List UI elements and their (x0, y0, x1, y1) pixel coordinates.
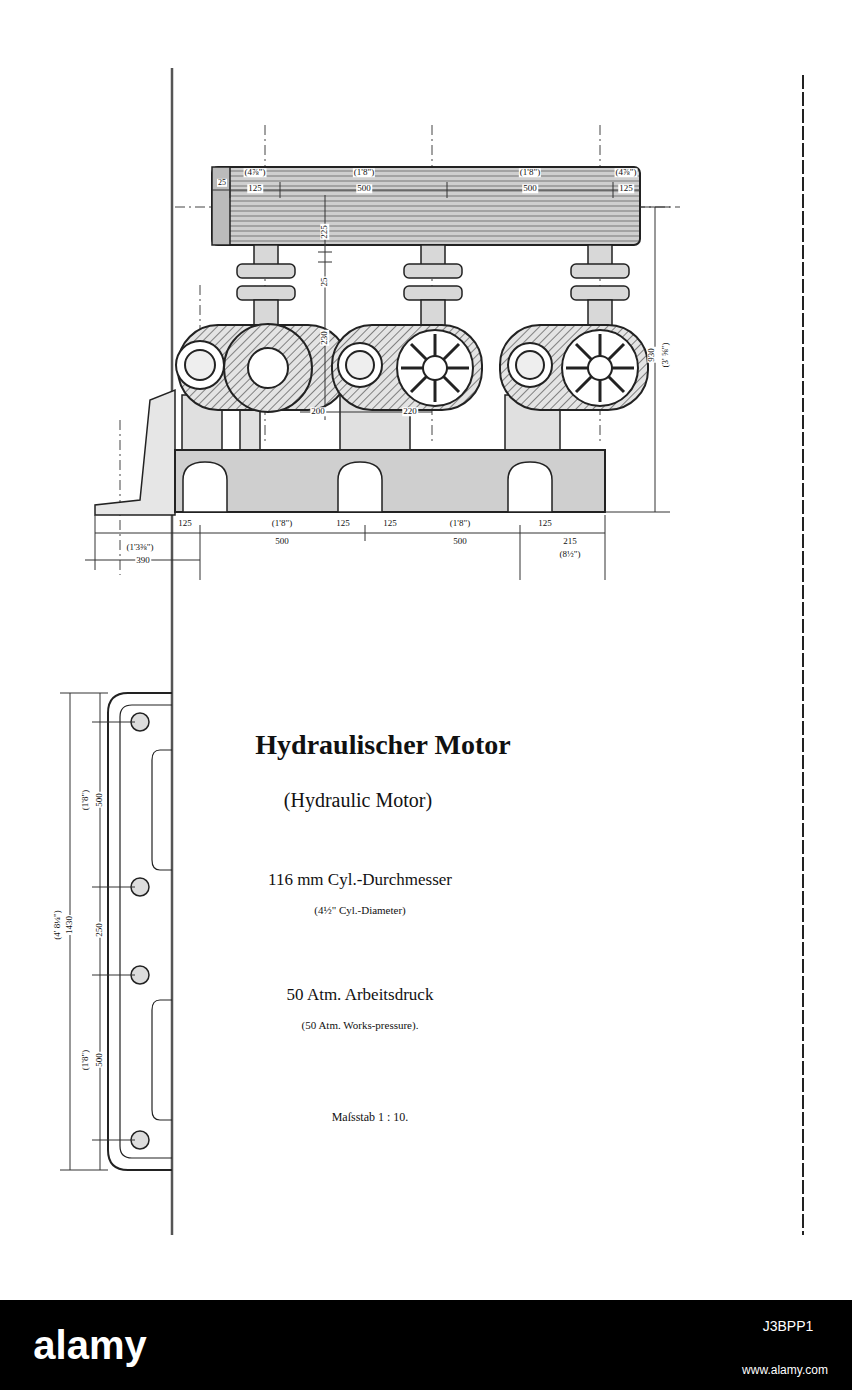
dimension-label: 25 (217, 179, 227, 187)
dimension-label: 500 (95, 1052, 104, 1068)
dimension-label: 230 (320, 330, 329, 346)
dimension-label: 500 (522, 184, 538, 193)
dimension-label: (4⅞") (244, 168, 267, 177)
dimension-label: 125 (537, 519, 553, 528)
dimension-label: (3' ⅝") (661, 342, 670, 369)
dimension-label: (4' 8¼") (53, 909, 62, 940)
dimension-label: 930 (647, 347, 656, 363)
dimension-label: 500 (274, 537, 290, 546)
dimension-label: (8½") (559, 550, 582, 559)
spec-text: 116 mm Cyl.-Durchmesser (268, 871, 452, 889)
dimension-label: 1430 (65, 915, 74, 935)
dimension-label: 215 (562, 537, 578, 546)
watermark-text: alamy (33, 1324, 146, 1366)
dimension-label: 125 (177, 519, 193, 528)
spec-text: 50 Atm. Arbeitsdruck (287, 986, 434, 1004)
dimension-label: 390 (135, 556, 151, 565)
dimension-label: (1'8") (353, 168, 375, 177)
watermark-text: J3BPP1 (763, 1319, 814, 1334)
dimension-label: 125 (335, 519, 351, 528)
dimension-label: (1'3⅜") (125, 543, 154, 552)
dimension-label: 500 (356, 184, 372, 193)
dimension-label: 500 (452, 537, 468, 546)
dimension-label: 125 (382, 519, 398, 528)
dimension-label: (1'8") (271, 519, 293, 528)
scale-note: Maſsstab 1 : 10. (332, 1111, 409, 1124)
drawing-title: Hydraulischer Motor (255, 730, 510, 759)
dimension-label: 125 (247, 184, 263, 193)
dimension-label: (4⅞") (615, 168, 638, 177)
dimension-label: (1'8") (449, 519, 471, 528)
dimension-label: (1'8") (519, 168, 541, 177)
dimension-label: 25 (320, 277, 329, 288)
dimension-label: 225 (320, 224, 329, 240)
subtitle: (Hydraulic Motor) (284, 790, 432, 811)
spec-text: (4½" Cyl.-Diameter) (314, 905, 406, 917)
watermark-text: www.alamy.com (742, 1364, 828, 1377)
spec-text: (50 Atm. Works-pressure). (302, 1020, 419, 1032)
dimension-label: 250 (95, 922, 104, 938)
dimension-label: 200 (310, 407, 326, 416)
dimension-label: (1'8") (81, 1049, 90, 1071)
dimension-label: 125 (618, 184, 634, 193)
dimension-label: (1'8") (81, 789, 90, 811)
dimension-label: 500 (95, 792, 104, 808)
dimension-label: 220 (402, 407, 418, 416)
